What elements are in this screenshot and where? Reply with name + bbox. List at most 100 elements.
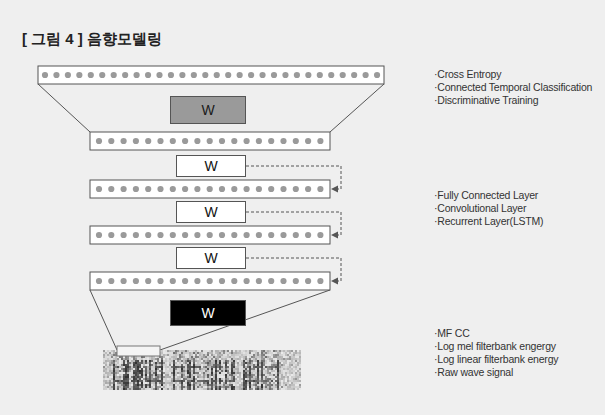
spectrogram-cell — [147, 374, 149, 376]
spectrogram-cell — [277, 374, 279, 376]
spectrogram-cell — [241, 378, 243, 380]
spectrogram-cell — [249, 360, 251, 362]
spectrogram-cell — [179, 356, 181, 358]
spectrogram-cell — [231, 370, 233, 372]
spectrogram-cell — [217, 364, 219, 366]
spectrogram-cell — [253, 376, 255, 378]
spectrogram-cell — [253, 374, 255, 376]
neuron-dot — [157, 138, 163, 144]
spectrogram-cell — [167, 376, 169, 378]
spectrogram-cell — [193, 382, 195, 384]
spectrogram-cell — [209, 382, 211, 384]
spectrogram-cell — [289, 374, 291, 376]
spectrogram-cell — [135, 386, 137, 388]
spectrogram-cell — [215, 352, 217, 354]
spectrogram-cell — [183, 350, 185, 352]
spectrogram-cell — [119, 364, 121, 366]
spectrogram-cell — [115, 370, 117, 372]
spectrogram-cell — [199, 384, 201, 386]
spectrogram-cell — [245, 362, 247, 364]
spectrogram-cell — [205, 388, 207, 390]
spectrogram-cell — [119, 378, 121, 380]
spectrogram-cell — [233, 374, 235, 376]
spectrogram-cell — [257, 364, 259, 366]
spectrogram-cell — [283, 382, 285, 384]
spectrogram-cell — [119, 368, 121, 370]
spectrogram-cell — [129, 374, 131, 376]
spectrogram-cell — [243, 358, 245, 360]
spectrogram-cell — [163, 374, 165, 376]
dashed-connector — [246, 258, 341, 281]
spectrogram-cell — [155, 362, 157, 364]
spectrogram-cell — [199, 362, 201, 364]
spectrogram-cell — [175, 388, 177, 390]
spectrogram-cell — [169, 376, 171, 378]
spectrogram-cell — [247, 358, 249, 360]
spectrogram-cell — [207, 380, 209, 382]
neuron-dot — [363, 72, 369, 78]
spectrogram-cell — [235, 362, 237, 364]
spectrogram-cell — [273, 358, 275, 360]
spectrogram-cell — [109, 360, 111, 362]
neuron-dot — [76, 72, 82, 78]
spectrogram-cell — [113, 372, 115, 374]
spectrogram-cell — [221, 382, 223, 384]
spectrogram-cell — [149, 376, 151, 378]
spectrogram-cell — [283, 372, 285, 374]
spectrogram-cell — [243, 352, 245, 354]
spectrogram-cell — [155, 358, 157, 360]
spectrogram-cell — [191, 386, 193, 388]
spectrogram-cell — [129, 380, 131, 382]
spectrogram-cell — [289, 376, 291, 378]
spectrogram-cell — [231, 374, 233, 376]
spectrogram-cell — [253, 350, 255, 352]
spectrogram-cell — [279, 372, 281, 374]
spectrogram-cell — [105, 382, 107, 384]
spectrogram-cell — [167, 388, 169, 390]
spectrogram-cell — [221, 350, 223, 352]
spectrogram-cell — [249, 370, 251, 372]
spectrogram-cell — [201, 358, 203, 360]
spectrogram-cell — [229, 356, 231, 358]
spectrogram-cell — [161, 354, 163, 356]
spectrogram-cell — [253, 382, 255, 384]
spectrogram-cell — [239, 380, 241, 382]
spectrogram-cell — [209, 350, 211, 352]
spectrogram-cell — [185, 384, 187, 386]
spectrogram-cell — [145, 388, 147, 390]
spectrogram-cell — [193, 384, 195, 386]
spectrogram-cell — [161, 352, 163, 354]
spectrogram-cell — [203, 360, 205, 362]
spectrogram-cell — [107, 378, 109, 380]
spectrogram-cell — [285, 374, 287, 376]
spectrogram-cell — [169, 350, 171, 352]
spectrogram-cell — [175, 380, 177, 382]
spectrogram-cell — [115, 386, 117, 388]
spectrogram-cell — [195, 382, 197, 384]
spectrogram-cell — [239, 384, 241, 386]
spectrogram-cell — [169, 374, 171, 376]
spectrogram-cell — [221, 362, 223, 364]
spectrogram-cell — [163, 362, 165, 364]
spectrogram-cell — [145, 384, 147, 386]
spectrogram-cell — [237, 354, 239, 356]
spectrogram-cell — [151, 362, 153, 364]
neuron-dot — [340, 72, 346, 78]
neuron-dot — [121, 186, 127, 192]
spectrogram-cell — [289, 380, 291, 382]
spectrogram-cell — [151, 378, 153, 380]
spectrogram-cell — [223, 378, 225, 380]
spectrogram-cell — [227, 358, 229, 360]
spectrogram-cell — [113, 384, 115, 386]
spectrogram-cell — [191, 356, 193, 358]
spectrogram-cell — [217, 352, 219, 354]
spectrogram-cell — [235, 364, 237, 366]
spectrogram-cell — [261, 360, 263, 362]
spectrogram-cell — [161, 358, 163, 360]
spectrogram-cell — [157, 378, 159, 380]
spectrogram-cell — [237, 362, 239, 364]
spectrogram-cell — [189, 362, 191, 364]
spectrogram-cell — [143, 366, 145, 368]
neuron-dot — [219, 138, 225, 144]
spectrogram-cell — [277, 382, 279, 384]
